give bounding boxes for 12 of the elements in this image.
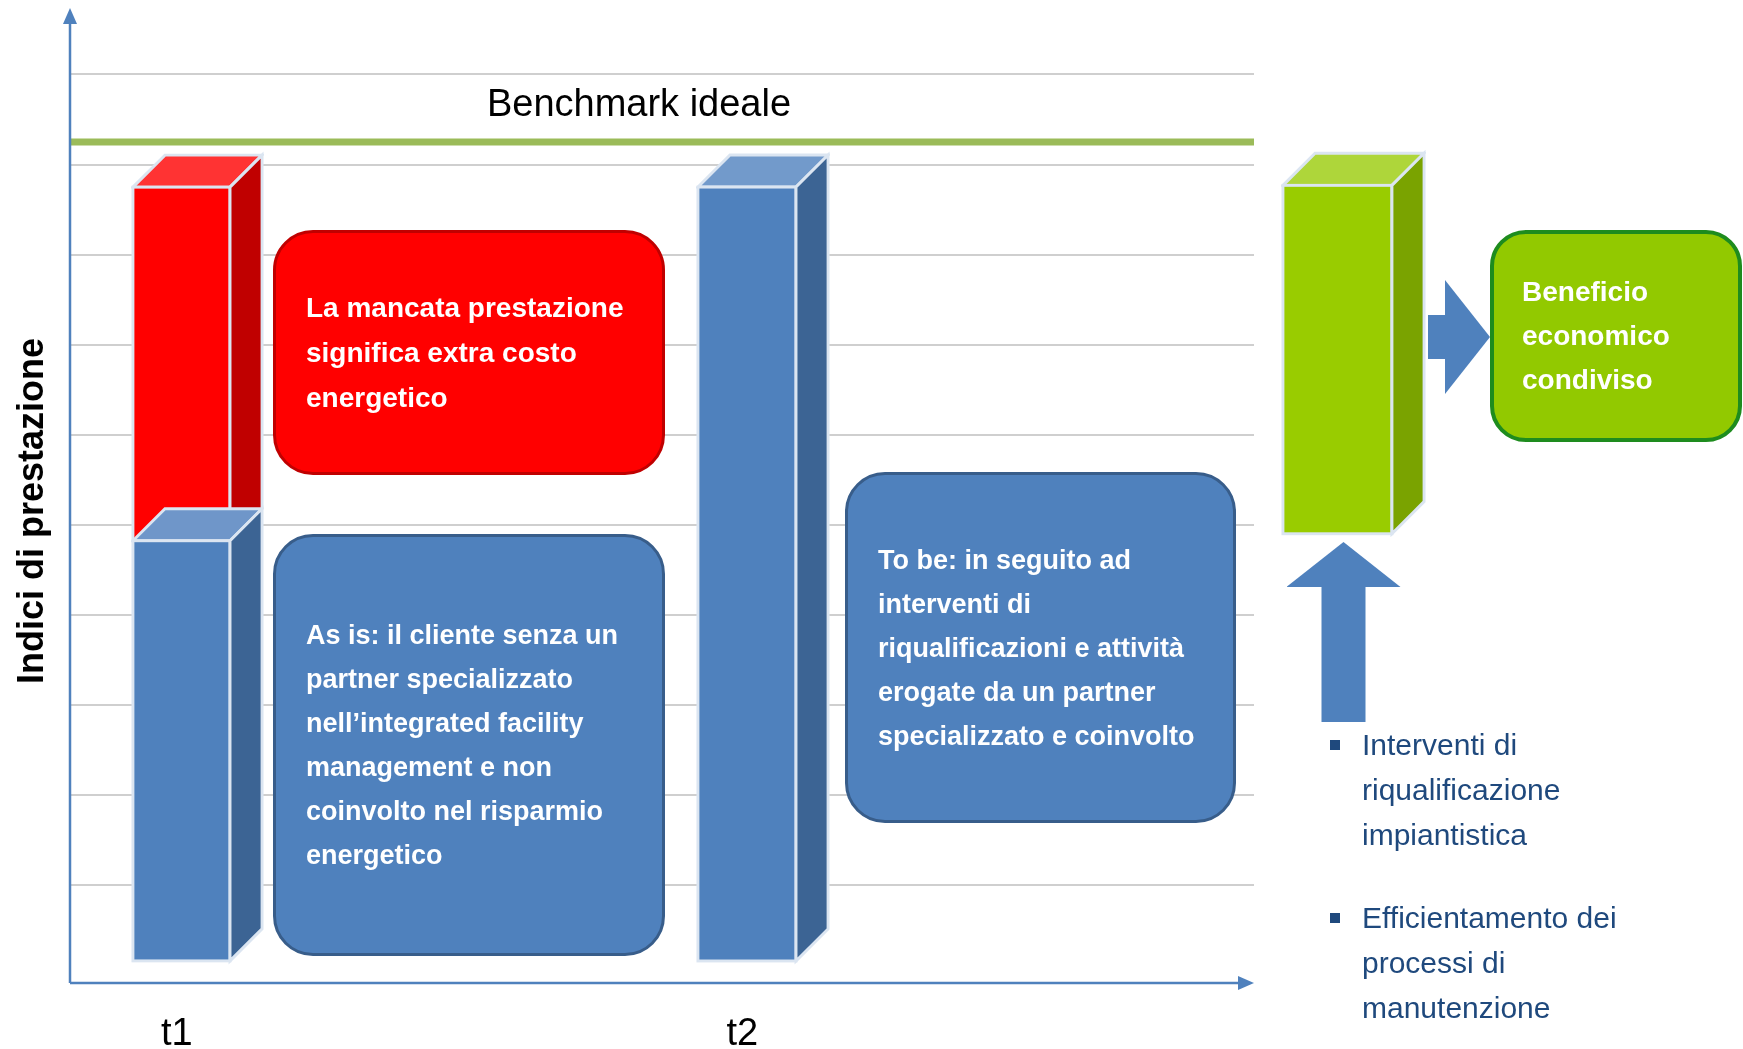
axis-label: t1 bbox=[161, 1013, 193, 1049]
callout-box: As is: il cliente senza un partner specializzato nell’integrated facility management e non coinvolto nel risparmio energetico bbox=[273, 534, 665, 956]
result-box: Beneficio economico condiviso bbox=[1490, 230, 1742, 442]
block-arrow bbox=[1428, 280, 1490, 394]
axis-label: t2 bbox=[726, 1013, 759, 1049]
axis-title: Indici di prestazione bbox=[13, 337, 49, 685]
callout-box: To be: in seguito ad interventi di riqualificazioni e attività erogate da un partner specializzato e coinvolto bbox=[845, 472, 1236, 823]
bullet-text: Interventi di riqualificazione impiantistica bbox=[1362, 727, 1562, 853]
bullet-text: Efficientamento dei processi di manutenzione bbox=[1362, 900, 1618, 1026]
block-arrow bbox=[1286, 542, 1401, 722]
benchmark-label: Benchmark ideale bbox=[486, 84, 792, 122]
callout-box: La mancata prestazione significa extra costo energetico bbox=[273, 230, 665, 475]
